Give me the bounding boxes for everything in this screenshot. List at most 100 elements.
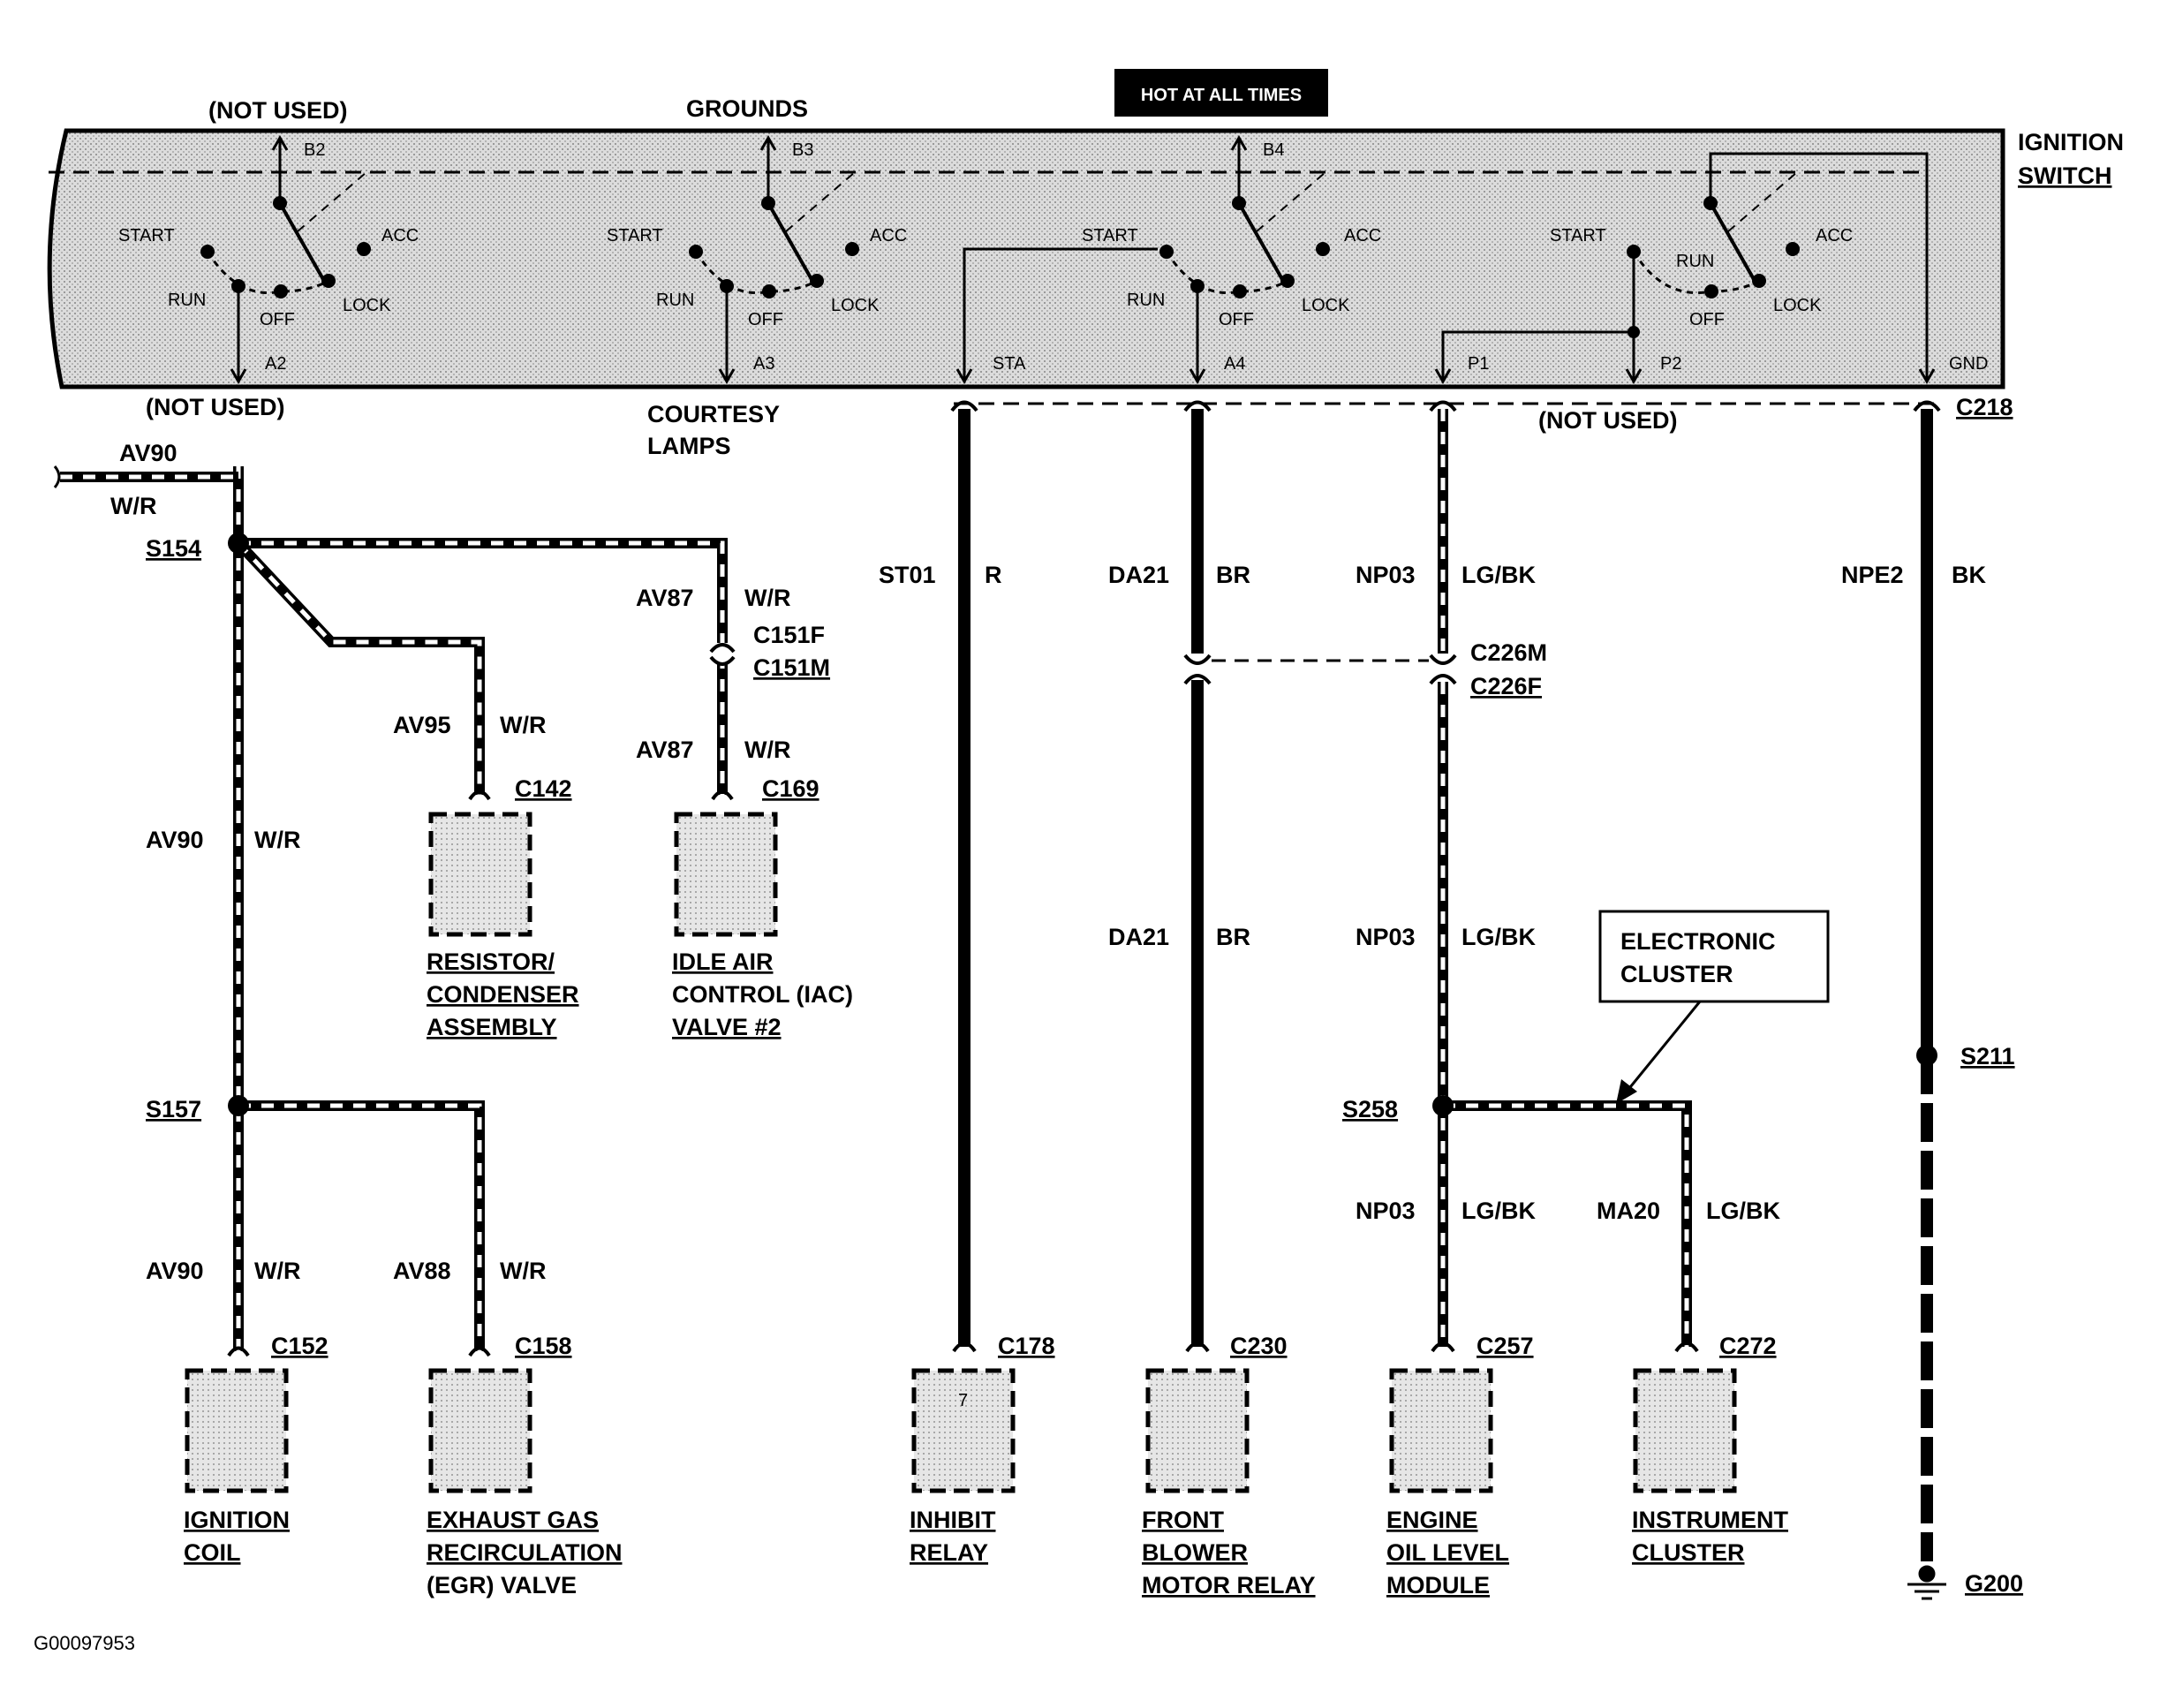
label-wires-np03: NP03 (1356, 562, 1416, 588)
s154-label: S154 (146, 535, 201, 562)
hot-at-all-times-text: HOT AT ALL TIMES (1141, 86, 1302, 105)
label-components-resistor-1: CONDENSER (427, 981, 579, 1008)
label-components-blower-1: BLOWER (1142, 1539, 1248, 1566)
label-wires-wr: W/R (254, 1258, 300, 1284)
label-ignition-switch-circuits-3-p2-terminal: P2 (1660, 354, 1681, 374)
label-wires-wr: W/R (254, 827, 300, 853)
label-wires-av87: AV87 (636, 585, 694, 611)
label-ignition-switch-positions-run: RUN (168, 291, 206, 310)
label-wires-r: R (985, 562, 1002, 588)
label-components-inhibit-1: RELAY (910, 1539, 988, 1566)
label-wires-lgbk: LG/BK (1706, 1198, 1780, 1224)
label-components-egr-1: RECIRCULATION (427, 1539, 622, 1566)
label-wires-da21: DA21 (1108, 924, 1169, 950)
label-ignition-switch-positions-lock: LOCK (831, 296, 880, 315)
p2-not-used-label: (NOT USED) (1538, 407, 1678, 434)
s211-splice (1916, 1045, 1937, 1066)
label-components-resistor-2: ASSEMBLY (427, 1014, 557, 1040)
label-components-oil-0: ENGINE (1386, 1507, 1478, 1533)
c226m-label: C226M (1470, 639, 1547, 666)
label-ignition-switch-positions-run: RUN (1676, 252, 1714, 271)
engine-oil-module-component (1389, 1368, 1493, 1493)
label-wires-da21: DA21 (1108, 562, 1169, 588)
label-callout-line1: ELECTRONIC (1620, 928, 1776, 955)
label-connectors-c178: C178 (998, 1333, 1055, 1359)
g200-label: G200 (1965, 1570, 2023, 1597)
label-connectors-c257: C257 (1477, 1333, 1534, 1359)
c178-pin-7: 7 (958, 1391, 968, 1410)
c226f-label: C226F (1470, 673, 1542, 699)
ignition-switch-title-1: IGNITION (2018, 129, 2124, 155)
component-pins-left (227, 790, 734, 1357)
switch-group-2-contacts (689, 196, 859, 299)
label-components-egr-0: EXHAUST GAS (427, 1507, 599, 1533)
courtesy-lamps-label-1: COURTESY (647, 401, 780, 427)
label-ignition-switch-positions-off: OFF (1689, 310, 1725, 329)
label-ignition-switch-positions-acc: ACC (870, 226, 907, 246)
splices-left (228, 533, 249, 1116)
label-components-instrument-1: CLUSTER (1632, 1539, 1745, 1566)
label-components-iac-2: VALVE #2 (672, 1014, 782, 1040)
label-callout-line2: CLUSTER (1620, 961, 1733, 987)
b2-not-used-label: (NOT USED) (208, 97, 348, 124)
label-connectors-c152: C152 (271, 1333, 329, 1359)
label-ignition-switch-positions-lock: LOCK (343, 296, 391, 315)
label-wires-br: BR (1216, 562, 1250, 588)
inhibit-relay-component (911, 1368, 1016, 1493)
label-components-oil-1: OIL LEVEL (1386, 1539, 1509, 1566)
label-components-iac-0: IDLE AIR (672, 948, 774, 975)
s211-label: S211 (1960, 1043, 2015, 1069)
label-ignition-switch-positions-start: START (607, 226, 663, 246)
label-ignition-switch-positions-off: OFF (1219, 310, 1254, 329)
label-wires-av90: AV90 (146, 827, 204, 853)
label-components-iac-1: CONTROL (IAC) (672, 981, 853, 1008)
s258-splice (1432, 1095, 1454, 1116)
label-wires-wr: W/R (744, 585, 790, 611)
label-ignition-switch-circuits-2-sta-terminal: STA (993, 354, 1026, 374)
resistor-condenser-component (428, 812, 532, 937)
label-ignition-switch-positions-start: START (118, 226, 175, 246)
label-components-resistor-0: RESISTOR/ (427, 948, 555, 975)
label-components-ignition-coil-0: IGNITION (184, 1507, 290, 1533)
label-wires-wr: W/R (110, 493, 156, 519)
c151f-label: C151F (753, 622, 825, 648)
label-components-oil-2: MODULE (1386, 1572, 1490, 1598)
label-ignition-switch-circuits-2-top-terminal: B4 (1263, 140, 1284, 160)
label-wires-av87: AV87 (636, 737, 694, 763)
label-ignition-switch-circuits-0-bottom-terminal: A2 (265, 354, 286, 374)
label-connectors-c158: C158 (515, 1333, 572, 1359)
switch-group-1-contacts (200, 196, 371, 299)
label-ignition-switch-circuits-0-top-terminal: B2 (304, 140, 325, 160)
label-ignition-switch-circuits-1-bottom-terminal: A3 (753, 354, 774, 374)
label-connectors-c230: C230 (1230, 1333, 1288, 1359)
av90-wiring (53, 465, 728, 1351)
front-blower-relay-component (1145, 1368, 1250, 1493)
label-components-instrument-0: INSTRUMENT (1632, 1507, 1788, 1533)
c218-pins (950, 400, 1941, 412)
label-ignition-switch-circuits-1-top-terminal: B3 (792, 140, 813, 160)
label-wires-lgbk: LG/BK (1461, 924, 1536, 950)
label-ignition-switch-positions-acc: ACC (1344, 226, 1381, 246)
label-ignition-switch-positions-acc: ACC (1816, 226, 1853, 246)
c218-label: C218 (1956, 394, 2013, 420)
label-wires-npe2: NPE2 (1841, 562, 1904, 588)
label-wires-lgbk: LG/BK (1461, 562, 1536, 588)
label-ignition-switch-positions-lock: LOCK (1773, 296, 1822, 315)
g200-ground-icon (1907, 1565, 1946, 1600)
s258-label: S258 (1342, 1096, 1398, 1122)
instrument-cluster-component (1633, 1368, 1737, 1493)
label-wires-wr: W/R (500, 712, 546, 738)
switch-group-4-contacts (1627, 196, 1800, 338)
iac-valve-component (674, 812, 778, 937)
c151m-label: C151M (753, 654, 830, 681)
s154-splice (228, 533, 249, 554)
label-ignition-switch-positions-acc: ACC (381, 226, 419, 246)
ignition-switch-title-2: SWITCH (2018, 162, 2111, 189)
label-ignition-switch-circuits-2-bottom-terminal: A4 (1224, 354, 1245, 374)
label-ignition-switch-positions-start: START (1082, 226, 1138, 246)
label-connectors-c169: C169 (762, 775, 819, 802)
label-wires-av95: AV95 (393, 712, 451, 738)
label-connectors-c272: C272 (1719, 1333, 1777, 1359)
s157-label: S157 (146, 1096, 201, 1122)
